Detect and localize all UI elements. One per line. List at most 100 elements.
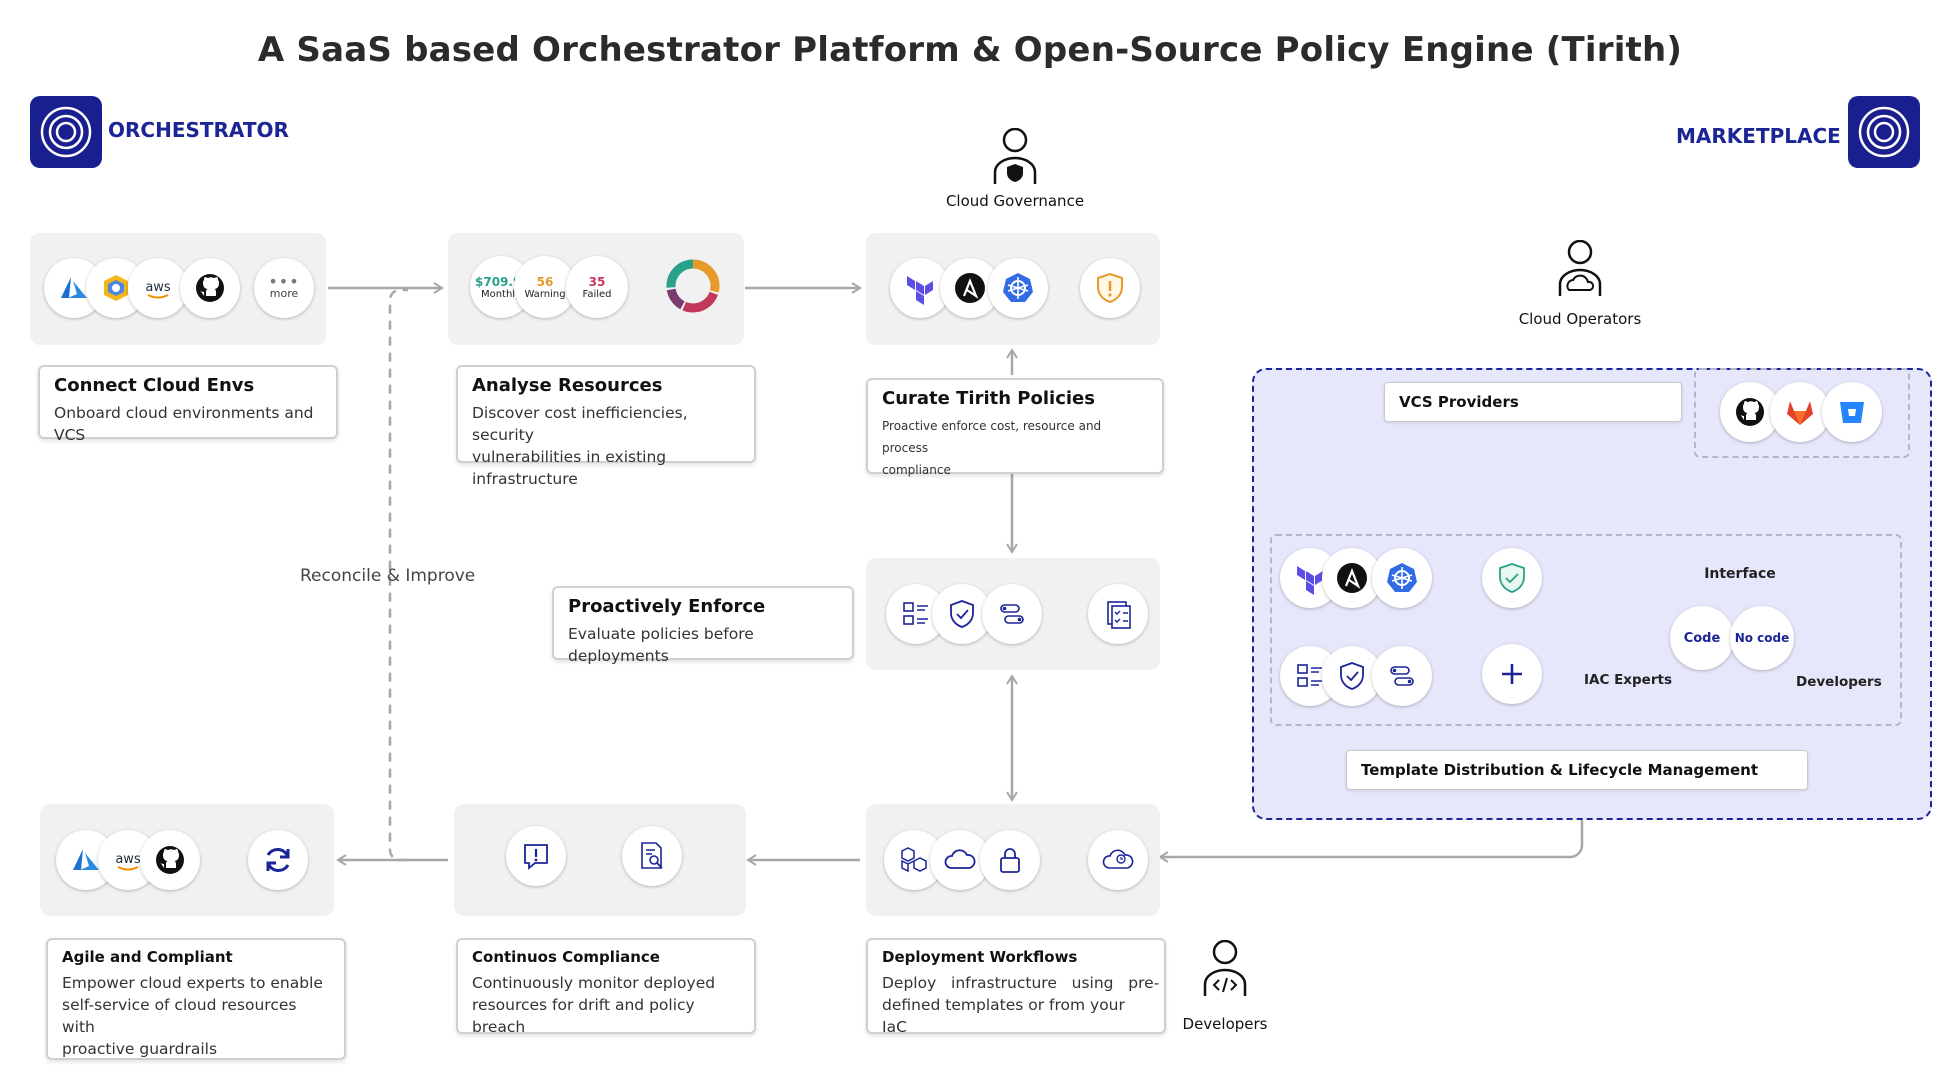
vcs-label: VCS Providers (1399, 393, 1519, 411)
deploy-text-2: defined templates or from your IaC (882, 996, 1125, 1036)
iac-experts-label: IAC Experts (1584, 672, 1672, 688)
cubes-icon (901, 847, 927, 873)
template-label: Template Distribution & Lifecycle Manage… (1361, 761, 1758, 779)
github-circle (180, 258, 240, 318)
governance-label: Cloud Governance (945, 192, 1085, 210)
shield-check-icon (1340, 662, 1364, 690)
vcs-group (1694, 368, 1910, 458)
checklist-circle (1088, 584, 1148, 644)
svg-text:aws: aws (145, 280, 171, 295)
bitbucket-icon (1840, 402, 1864, 423)
analyse-card: Analyse Resources Discover cost ineffici… (456, 365, 756, 488)
monthly-value: $709.9 (475, 274, 522, 289)
svg-text:aws: aws (115, 852, 141, 867)
aws-circle: aws (128, 258, 188, 318)
kubernetes-circle (988, 258, 1048, 318)
vcs-github-circle (1720, 382, 1780, 442)
vcs-card: VCS Providers (1384, 382, 1682, 422)
workflow-icon (1390, 666, 1414, 686)
more-circle[interactable]: ••• more (254, 258, 314, 318)
orchestrator-brand: ORCHESTRATOR (108, 118, 289, 142)
agile-text-2: self-service of cloud resources with (62, 996, 297, 1036)
alert-icon (524, 844, 548, 870)
failed-value: 35 (588, 274, 606, 289)
lock-icon (1000, 848, 1020, 873)
azure-icon (61, 277, 87, 298)
continuous-title: Continuos Compliance (472, 948, 660, 966)
marketplace-brand: MARKETPLACE (1676, 124, 1841, 148)
failed-stat: 35 Failed (566, 256, 628, 318)
continuous-text-1: Continuously monitor deployed (472, 974, 716, 992)
list-icon (903, 602, 928, 625)
mk-kubernetes-circle (1372, 548, 1432, 608)
sync-icon (266, 848, 290, 872)
enforce-text: Evaluate policies before deployments (568, 625, 754, 665)
add-template-button[interactable] (1482, 644, 1542, 704)
more-icon: ••• more (268, 272, 300, 300)
ansible-icon (955, 273, 985, 303)
warning-value: 56 (536, 274, 554, 289)
agile-text-1: Empower cloud experts to enable (62, 974, 323, 992)
code-option[interactable]: Code (1670, 606, 1734, 670)
warning-shield-circle (1080, 258, 1140, 318)
workflow-icon (1000, 604, 1024, 624)
alert-circle (506, 826, 566, 886)
mk-shield-circle (1482, 548, 1542, 608)
shield-check-icon (950, 600, 974, 628)
agile-title: Agile and Compliant (62, 948, 233, 966)
continuous-card: Continuos Compliance Continuously monito… (456, 938, 756, 1036)
nocode-option[interactable]: No code (1730, 606, 1794, 670)
agile-text-3: proactive guardrails (62, 1040, 218, 1058)
aws-icon: aws (115, 852, 141, 871)
connect-card: Connect Cloud Envs Onboard cloud environ… (38, 365, 338, 444)
terraform-icon (1297, 566, 1323, 595)
warning-shield-icon (1097, 272, 1123, 304)
nocode-label: No code (1734, 631, 1790, 645)
template-card: Template Distribution & Lifecycle Manage… (1346, 750, 1808, 790)
sync-circle (248, 830, 308, 890)
continuous-text-2: resources for drift and policy breach (472, 996, 695, 1036)
more-label: more (269, 287, 299, 300)
cloud-deploy-circle (1088, 830, 1148, 890)
continuous-panel (454, 804, 746, 916)
donut-chart-icon (664, 257, 722, 319)
mk-developers-label: Developers (1796, 674, 1882, 690)
developers-person-icon (1200, 939, 1250, 1002)
code-label: Code (1683, 630, 1721, 646)
ansible-icon (1337, 563, 1367, 593)
analyse-text-2: vulnerabilities in existing infrastructu… (472, 448, 667, 488)
lock-circle (980, 830, 1040, 890)
gitlab-circle (1770, 382, 1830, 442)
orchestrator-logo-icon (40, 106, 92, 158)
shield-check-icon (1499, 563, 1525, 593)
enforce-title: Proactively Enforce (568, 596, 766, 617)
connect-title: Connect Cloud Envs (54, 375, 255, 396)
deploy-text-1: Deploy infrastructure using pre- (882, 974, 1160, 992)
gcp-icon (104, 275, 128, 301)
gitlab-icon (1787, 401, 1813, 425)
workflow-circle (982, 584, 1042, 644)
curate-title: Curate Tirith Policies (882, 388, 1095, 409)
operators-label: Cloud Operators (1518, 310, 1642, 328)
mk-workflow-circle (1372, 646, 1432, 706)
kubernetes-icon (1003, 273, 1033, 302)
marketplace-logo-icon (1858, 106, 1910, 158)
analyse-text-1: Discover cost inefficiencies, security (472, 404, 688, 444)
cloud-deploy-icon (1102, 849, 1134, 869)
deploy-card: Deployment Workflows Deploy infrastructu… (866, 938, 1166, 1036)
github-icon (156, 846, 184, 874)
list-icon (1297, 664, 1322, 687)
github-icon (1736, 398, 1764, 426)
bitbucket-circle (1822, 382, 1882, 442)
agile-card: Agile and Compliant Empower cloud expert… (46, 938, 346, 1060)
curate-text-1: Proactive enforce cost, resource and pro… (882, 419, 1102, 455)
connect-text: Onboard cloud environments and VCS (54, 404, 314, 444)
terraform-icon (907, 276, 933, 305)
interface-label: Interface (1704, 566, 1776, 582)
governance-person-icon (990, 127, 1040, 190)
github-icon (196, 274, 224, 302)
deploy-title: Deployment Workflows (882, 948, 1078, 966)
monthly-label: Monthly (480, 288, 522, 300)
marketplace-logo (1848, 96, 1920, 168)
page-title: A SaaS based Orchestrator Platform & Ope… (257, 30, 1683, 70)
